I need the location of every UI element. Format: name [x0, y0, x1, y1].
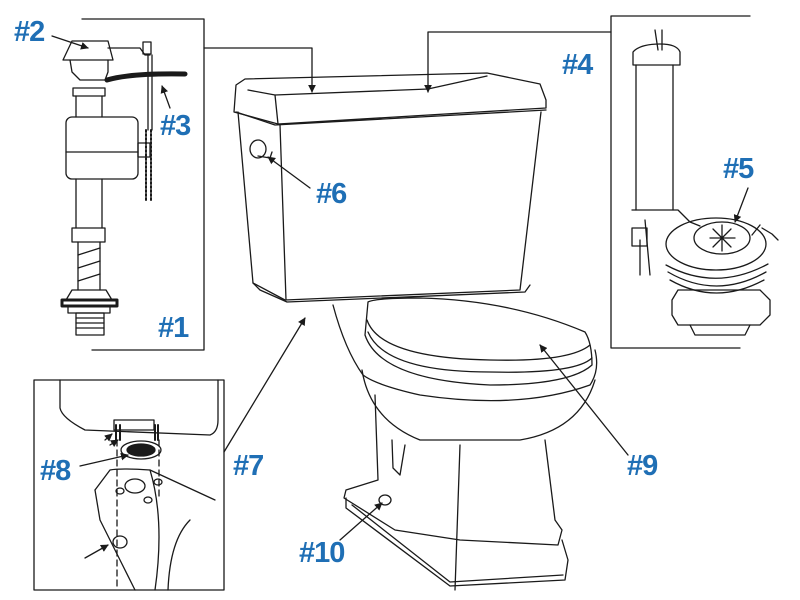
callout-10: #10	[299, 537, 345, 569]
fill-valve-drawing	[51, 35, 188, 336]
callout-1: #1	[158, 312, 189, 344]
callout-6: #6	[316, 178, 347, 210]
tank-to-bowl-leader	[223, 317, 306, 453]
bowl-drawing	[332, 297, 629, 591]
callout-3: #3	[160, 110, 191, 142]
callout-9: #9	[627, 450, 658, 482]
callout-8: #8	[40, 455, 71, 487]
tank-to-bowl-inset	[33, 379, 225, 591]
tank-lid-drawing	[233, 72, 547, 126]
flush-valve-drawing	[631, 29, 779, 336]
callout-2: #2	[14, 16, 45, 48]
callout-5: #5	[723, 153, 754, 185]
flush-valve-inset-frame	[424, 15, 751, 349]
tank-body-drawing	[237, 111, 542, 303]
callout-7: #7	[233, 450, 264, 482]
callout-4: #4	[562, 49, 593, 81]
